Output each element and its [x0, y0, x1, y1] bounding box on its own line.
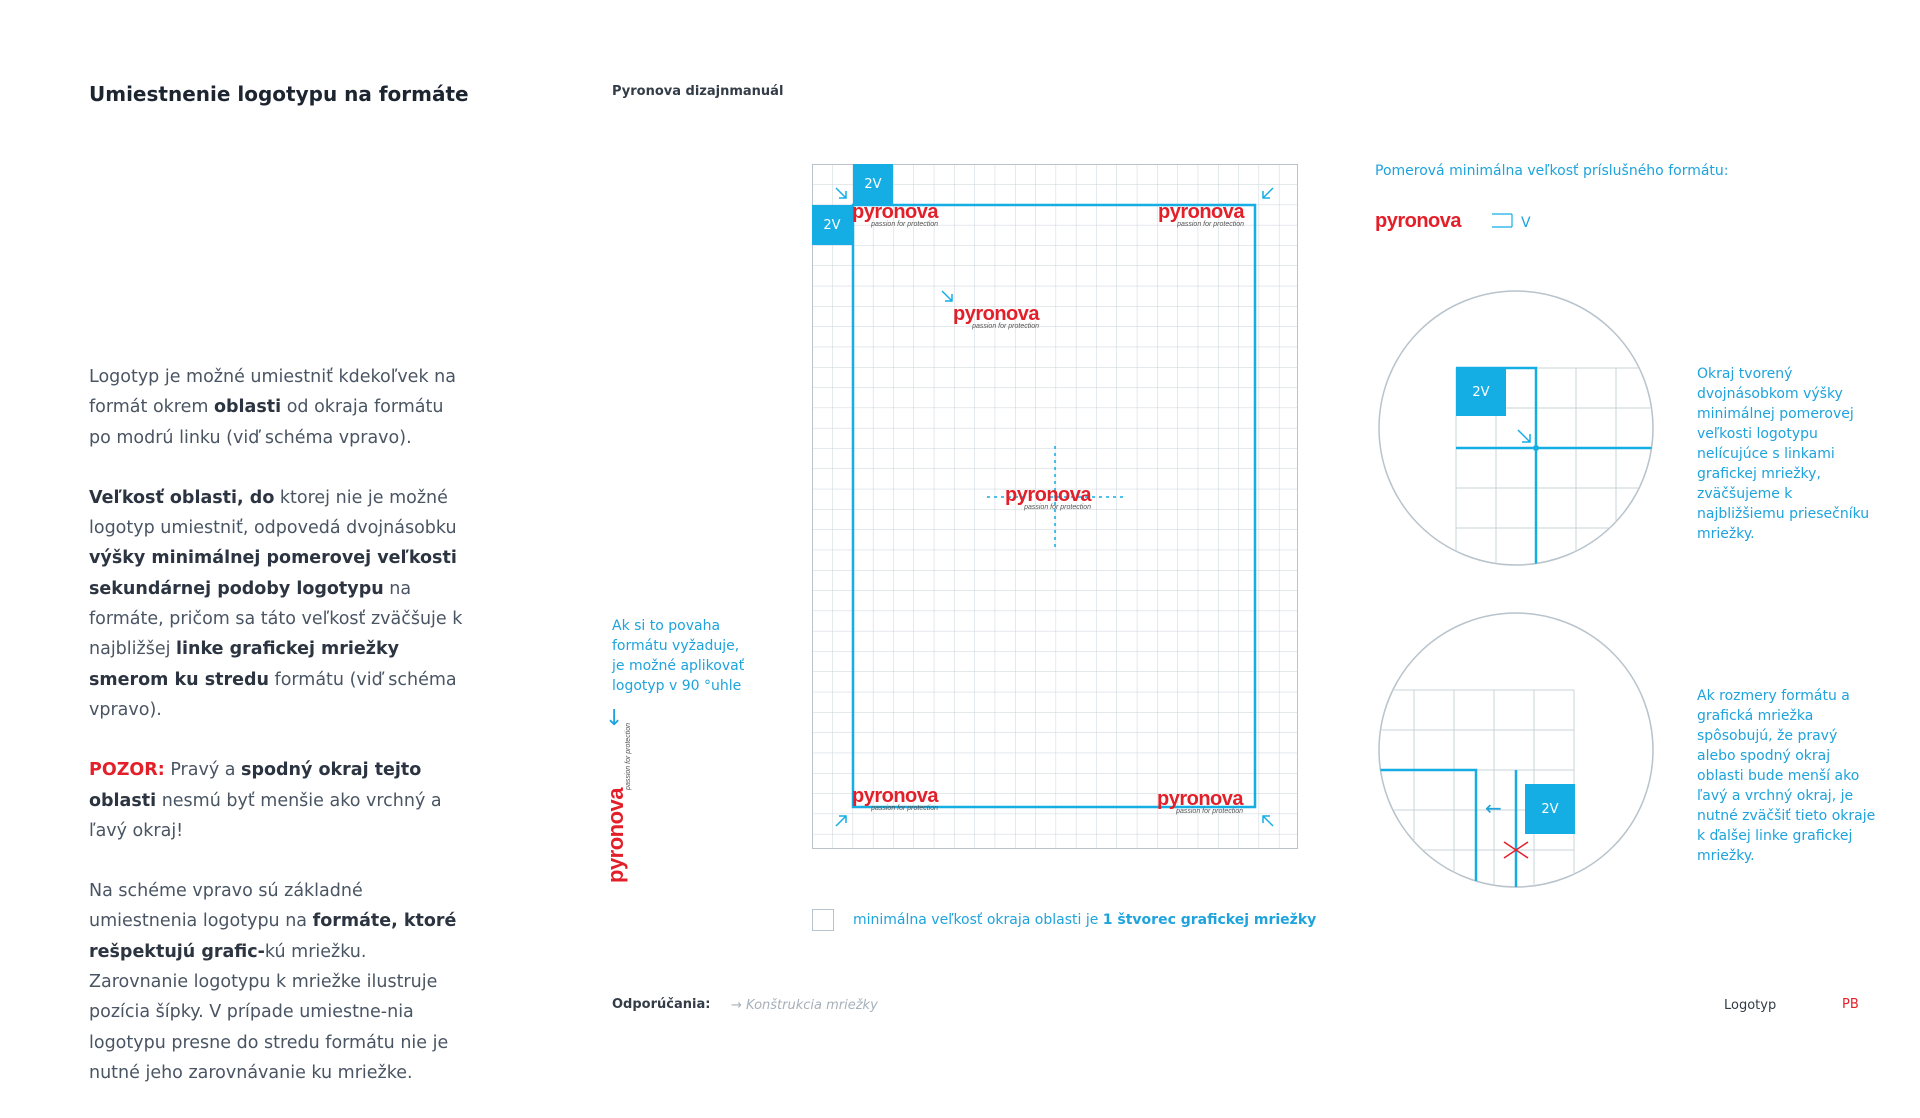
page-title: Umiestnenie logotypu na formáte [89, 82, 469, 106]
paragraph-4: Na schéme vpravo sú základné umiestnenia… [89, 881, 457, 1083]
arrow-left-icon: ← [1485, 796, 1502, 820]
detail1-2v-box: 2V [1456, 368, 1506, 416]
paragraph-warning: POZOR: Pravý a spodný okraj tejto oblast… [89, 760, 442, 841]
legend-text: minimálna veľkosť okraja oblasti je 1 št… [853, 912, 1317, 928]
arrow-top-right-icon [1262, 187, 1274, 199]
body-text: Logotyp je možné umiestniť kdekoľvek na … [89, 362, 469, 1118]
section-name: Logotyp [1724, 998, 1777, 1013]
legend-grid-square [812, 909, 834, 931]
min-size-logo: pyronova [1375, 210, 1462, 232]
detail2-2v-box: 2V [1525, 784, 1575, 834]
arrow-bottom-right-icon [1262, 815, 1274, 827]
safe-area-border [851, 203, 1257, 809]
min-size-label: Pomerová minimálna veľkosť príslušného f… [1375, 163, 1729, 179]
arrow-top-left-icon [835, 187, 847, 199]
rotated-logo: pyronova passion for protection [603, 723, 632, 883]
rotated-logo-note: Ak si to povaha formátu vyžaduje, je mož… [612, 618, 745, 694]
paragraph-1: Logotyp je možné umiestniť kdekoľvek na … [89, 367, 456, 448]
margin-2v-box-top: 2V [853, 164, 893, 204]
arrow-bottom-left-icon [835, 815, 847, 827]
arrow-down-icon: ↓ [605, 706, 624, 731]
page-code: PB [1842, 997, 1859, 1012]
grid-construction-link[interactable]: → Konštrukcia mriežky [731, 998, 878, 1013]
detail1-note: Okraj tvorený dvojnásobkom výšky minimál… [1697, 366, 1870, 542]
recommendations-label: Odporúčania: [612, 997, 711, 1012]
arrow-diagonal-icon [1517, 429, 1531, 443]
paragraph-2: Veľkosť oblasti, do ktorej nie je možné … [89, 487, 463, 720]
intersection-dot-icon [1533, 445, 1539, 451]
min-height-bracket-icon [1492, 213, 1513, 228]
detail-circle-1 [1378, 290, 1654, 566]
arrow-inner-icon [941, 290, 953, 302]
document-header: Pyronova dizajnmanuál [612, 84, 784, 99]
detail2-note: Ak rozmery formátu a grafická mriežka sp… [1697, 688, 1876, 864]
cross-icon [1503, 841, 1529, 859]
grid-background [812, 164, 1298, 849]
margin-2v-box-left: 2V [812, 205, 852, 245]
format-grid-diagram [812, 164, 1298, 849]
detail-circle-2 [1378, 612, 1654, 888]
min-size-v-label: V [1521, 215, 1531, 231]
